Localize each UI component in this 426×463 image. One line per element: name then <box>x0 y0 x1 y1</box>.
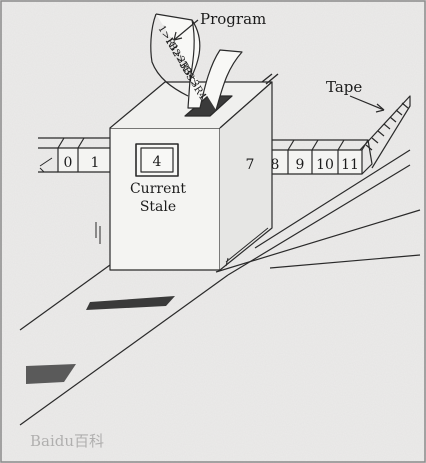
tape-label: Tape <box>326 78 362 96</box>
current-state-label-line1: Current <box>130 181 186 197</box>
tape-cell-label: 7 <box>246 157 255 173</box>
current-state-value: 4 <box>153 154 162 170</box>
current-state-label-line2: Stale <box>140 199 176 215</box>
tape-cell-label: 11 <box>341 157 359 173</box>
tape-cell-label: 1 <box>91 155 100 171</box>
watermark-logo-text: Baidu百科 <box>30 432 104 450</box>
tape-cell-label: 10 <box>316 157 334 173</box>
tape-cell-label: 9 <box>296 157 305 173</box>
tape-cell-label: 0 <box>64 155 73 171</box>
program-label: Program <box>200 10 266 28</box>
tape-cell-label: 8 <box>271 157 280 173</box>
